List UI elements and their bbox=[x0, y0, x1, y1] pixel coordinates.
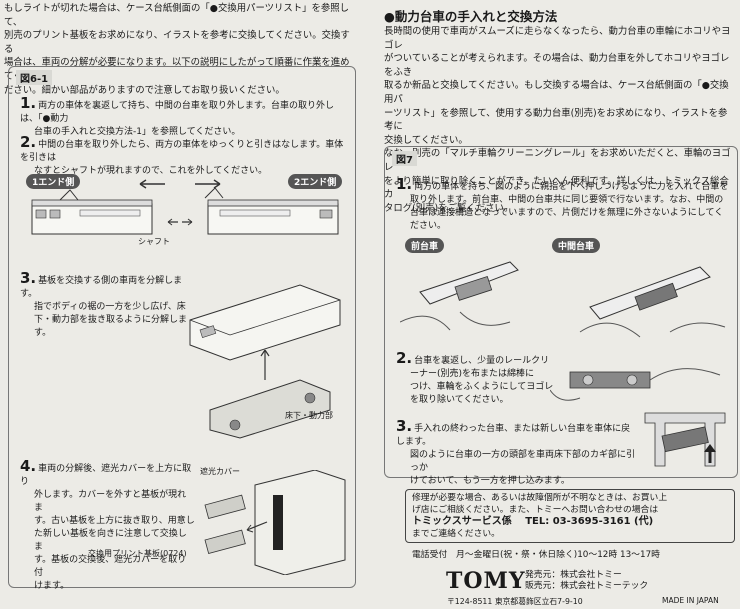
step-text: 下・動力部を抜き取るように分解します。 bbox=[34, 315, 188, 338]
service-line: げ店にご相談ください。また、トミーへお問い合わせの場合は bbox=[412, 505, 659, 515]
made-in-japan: MADE IN JAPAN bbox=[662, 596, 719, 605]
front-truck-label: 前台車 bbox=[405, 238, 445, 253]
step-text: 外します。カバーを外すと基板が現れま bbox=[34, 490, 187, 513]
step-text: 車両の分解後、遮光カバーを上方に取り bbox=[20, 464, 192, 487]
tomy-logo: TOMY bbox=[446, 568, 526, 594]
intro-line: 別売のプリント基板をお求めになり、イラストを参考に交換してください。交換する bbox=[4, 30, 350, 55]
step-text: 両方の車体を裏返して持ち、中間の台車を取り外します。台車の取り外しは、「●動力 bbox=[20, 101, 334, 124]
wheel-cleaning-illustration bbox=[550, 368, 721, 401]
step-text: つけ、車輪をふくようにしてヨゴレ bbox=[410, 382, 554, 392]
service-info-box bbox=[405, 489, 735, 543]
step-text: ーナー(別売)を布または綿棒に bbox=[410, 369, 535, 379]
body-line: をより簡単に取り除くことができ、たいへん便利です。詳しくは、トミックス総合カ bbox=[384, 175, 729, 201]
figure-6-1-label: 図6-1 bbox=[16, 70, 53, 85]
body-line: タログ(別売)をご覧ください。 bbox=[384, 202, 514, 214]
step-1: 1.両方の車体を裏返して持ち、中間の台車を取り外します。台車の取り外しは、「●動… bbox=[20, 94, 350, 139]
step-3: 3.基板を交換する側の車両を分解します。 指でボディの裾の一方を少し広げ、床 下… bbox=[20, 269, 190, 340]
step-number: 1. bbox=[396, 175, 413, 193]
step-number: 3. bbox=[20, 269, 37, 287]
body-line: 取るか新品と交換してください。もし交換する場合は、ケース台紙側面の「●交換用パ bbox=[384, 80, 729, 105]
step-text: す。古い基板を上方に抜き取り、用意し bbox=[34, 516, 195, 526]
step-text: 台車を裏返し、少量のレールクリ bbox=[414, 356, 550, 366]
step-text: 台車の手入れと交換方法-1」を参照してください。 bbox=[34, 127, 241, 137]
intro-text: もしライトが切れた場合は、ケース台紙側面の「●交換用パーツリスト」を参照して、 … bbox=[4, 2, 356, 97]
service-dept: トミックスサービス係 bbox=[412, 516, 512, 527]
step-text: なすとシャフトが現れますので、これを外してください。 bbox=[34, 166, 268, 176]
step-text: た新しい基板を向きに注意して交換しま bbox=[34, 529, 187, 552]
section-title: ●動力台車の手入れと交換方法 bbox=[384, 9, 558, 24]
intro-line: ださい。細かい部品がありますので注意してお取り扱いください。 bbox=[4, 84, 285, 96]
service-line: 修理が必要な場合、あるいは故障個所が不明なときは、お買い上 bbox=[412, 493, 668, 503]
intro-line: 場合は、車両の分解が必要になります。以下の説明にしたがって順番に作業を進めてく bbox=[4, 57, 350, 82]
body-line: ーツリスト」を参照して、使用する動力台車(別売)をお求めになり、イラストを参考に bbox=[384, 107, 728, 133]
step-text: 手入れの終わった台車、または新しい台車を車体に戻します。 bbox=[396, 424, 631, 447]
pcb-replacement-illustration bbox=[204, 470, 346, 575]
step-text: 両方の車体を持ち、図のように親指を下へ押しつけるように力を入れて台車を bbox=[414, 182, 729, 192]
maintenance-body: 長時間の使用で車両がスムーズに走らなくなったら、動力台車の車輪にホコリやヨゴレ … bbox=[384, 25, 736, 215]
step-number: 4. bbox=[20, 457, 37, 475]
locomotive-separation-illustration bbox=[31, 179, 339, 235]
step-number: 2. bbox=[20, 133, 37, 151]
step-text: 指でボディの裾の一方を少し広げ、床 bbox=[34, 302, 186, 312]
seller: 発売元：株式会社トミー bbox=[525, 570, 622, 580]
step-text: 中間の台車を取り外したら、両方の車体をゆっくりと引きはなします。車体を引きは bbox=[20, 140, 344, 163]
step-text: 基板を交換する側の車両を分解します。 bbox=[20, 276, 183, 299]
floor-power-unit-label: 床下・動力部 bbox=[285, 411, 333, 420]
body-line: 交換してください。 bbox=[384, 134, 468, 146]
step-text: 図のように台車の一方の頭部を車両床下部のカギ部に引っか bbox=[410, 450, 636, 473]
middle-truck-label: 中間台車 bbox=[552, 238, 601, 253]
body-line: 長時間の使用で車両がスムーズに走らなくなったら、動力台車の車輪にホコリやヨゴレ bbox=[384, 26, 731, 51]
figure-7-label: 図7 bbox=[392, 151, 417, 166]
step-text: を取り除いてください。 bbox=[410, 395, 509, 405]
step-number: 1. bbox=[20, 94, 37, 112]
step-number: 3. bbox=[396, 417, 413, 435]
fig7-step-2: 2.台車を裏返し、少量のレールクリ ーナー(別売)を布または綿棒に つけ、車輪を… bbox=[396, 349, 556, 407]
step-text: けます。 bbox=[34, 581, 70, 591]
service-info: 修理が必要な場合、あるいは故障個所が不明なときは、お買い上 げ店にご相談ください… bbox=[412, 492, 732, 540]
pcb-label: 交換用プリント基板(0724) bbox=[88, 549, 187, 558]
figure-6-1-box bbox=[8, 66, 356, 588]
intro-line: もしライトが切れた場合は、ケース台紙側面の「●交換用パーツリスト」を参照して、 bbox=[4, 3, 350, 28]
fig7-step-1: 1.両方の車体を持ち、図のように親指を下へ押しつけるように力を入れて台車を 取り… bbox=[396, 175, 732, 233]
light-cover-label: 遮光カバー bbox=[200, 467, 240, 476]
end-1-label: 1エンド側 bbox=[26, 174, 81, 189]
truck-reinstall-illustration bbox=[644, 412, 726, 467]
body-removal-illustration bbox=[189, 284, 341, 439]
fig7-step-3: 3.手入れの終わった台車、または新しい台車を車体に戻します。 図のように台車の一… bbox=[396, 417, 636, 488]
service-line: までご連絡ください。 bbox=[412, 529, 500, 539]
company-info: 発売元：株式会社トミー 販売元：株式会社トミーテック bbox=[525, 570, 648, 592]
figure-7-box bbox=[384, 146, 738, 478]
address: 〒124-8511 東京都葛飾区立石7-9-10 bbox=[447, 597, 583, 606]
step-4: 4.車両の分解後、遮光カバーを上方に取り 外します。カバーを外すと基板が現れま … bbox=[20, 457, 195, 593]
step-text: ださい。 bbox=[410, 221, 447, 231]
service-tel: TEL: 03-3695-3161 (代) bbox=[525, 516, 654, 527]
step-text: けておいて、もう一方を押し込みます。 bbox=[410, 476, 570, 486]
step-number: 2. bbox=[396, 349, 413, 367]
shaft-label: シャフト bbox=[138, 237, 170, 246]
step-text: 台車は連接構造となっていますので、片側だけを無理に外さないようにしてく bbox=[410, 208, 724, 218]
truck-removal-illustration bbox=[400, 261, 726, 338]
step-text: 取り外します。前台車、中間の台車共に同じ要領で行ないます。なお、中間の bbox=[410, 195, 724, 205]
end-2-label: 2エンド側 bbox=[288, 174, 343, 189]
body-line: なお、別売の「マルチ車輪クリーニングレール」をお求めいただくと、車輪のヨゴレ bbox=[384, 148, 731, 173]
step-text: す。基板の交換後、遮光カバーを取り付 bbox=[34, 555, 187, 578]
step-2: 2.中間の台車を取り外したら、両方の車体をゆっくりと引きはなします。車体を引きは… bbox=[20, 133, 350, 178]
distributor: 販売元：株式会社トミーテック bbox=[525, 581, 649, 591]
body-line: がついていることが考えられます。その場合は、動力台車を外してホコリやヨゴレをふき bbox=[384, 53, 730, 78]
service-hours: 電話受付 月〜金曜日(祝・祭・休日除く)10〜12時 13〜17時 bbox=[412, 550, 660, 560]
